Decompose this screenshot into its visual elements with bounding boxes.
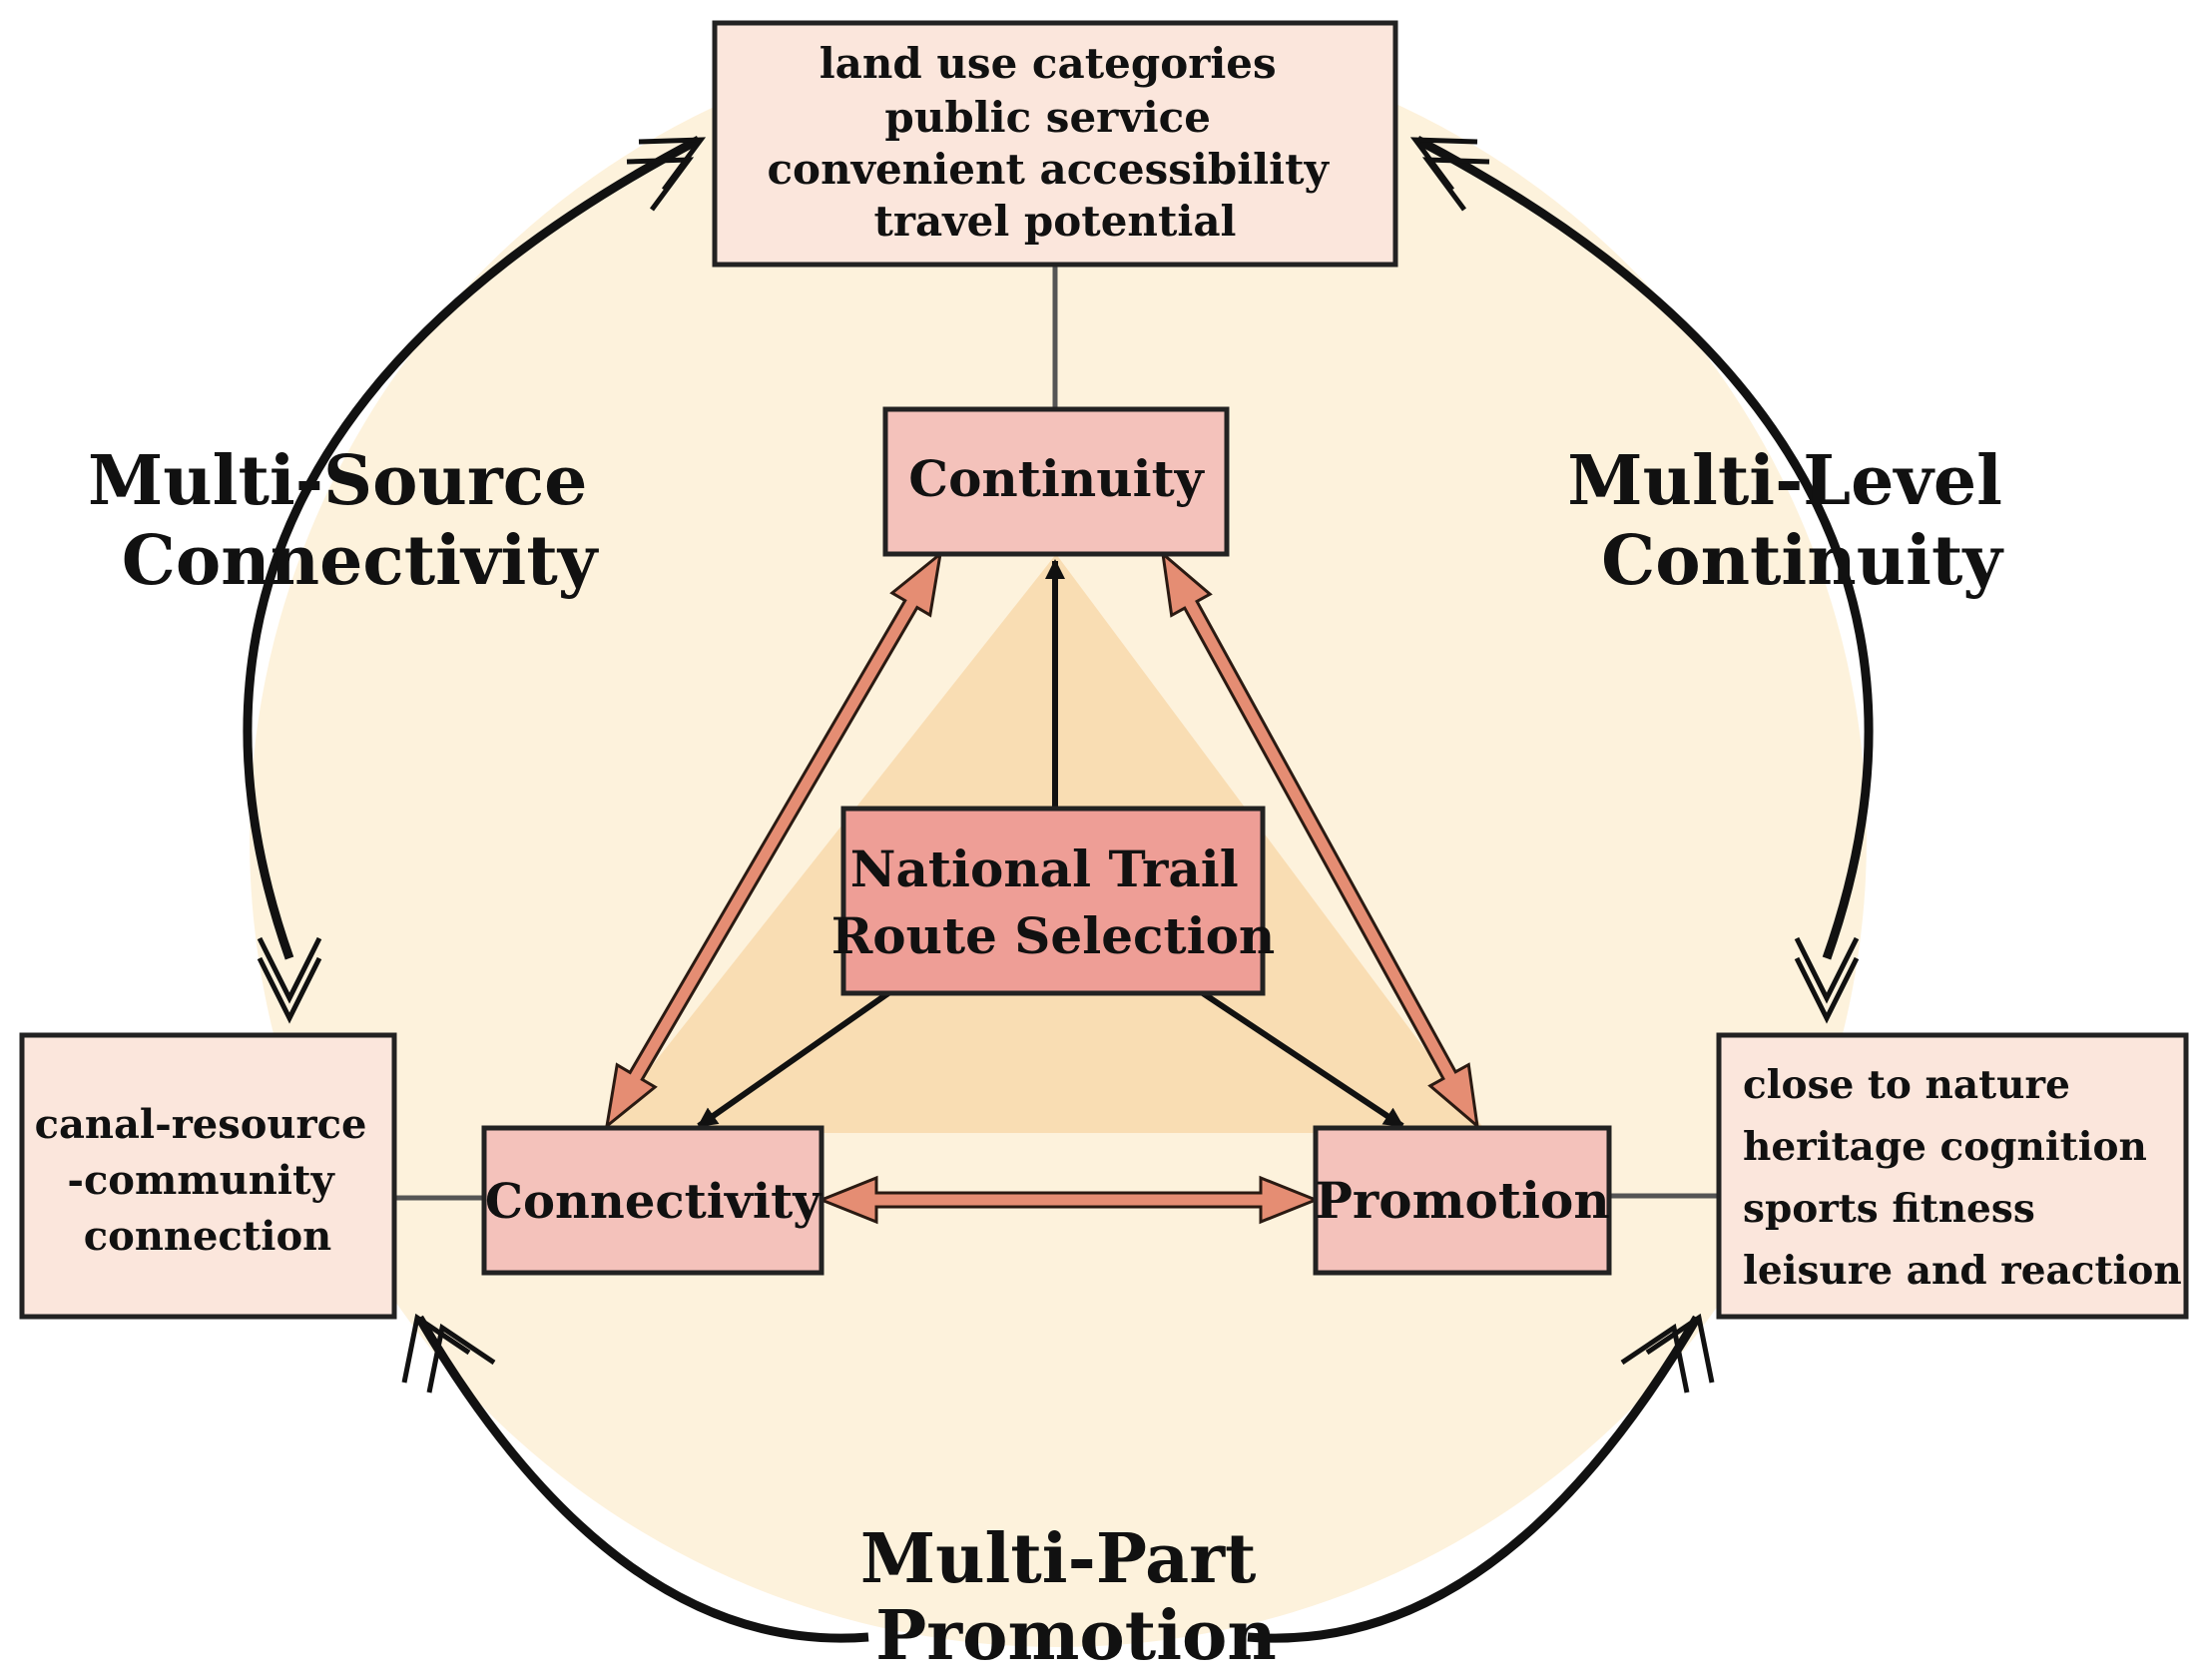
label-line: Promotion: [875, 1596, 1277, 1676]
arc-multi-level: [1414, 136, 1874, 960]
label-line: Continuity: [1601, 521, 2004, 601]
label-multi-source: Multi-Source Connectivity: [88, 441, 611, 601]
factor-line: convenient accessibility: [767, 145, 1330, 194]
arrow-to-promotion: [1201, 990, 1404, 1129]
center-line: National Trail: [850, 840, 1239, 898]
label-multi-part: Multi-Part Promotion: [860, 1519, 1280, 1676]
arrowhead-top-left-barb: [626, 157, 695, 212]
arc-multi-source: [243, 136, 702, 960]
node-center: [840, 806, 1266, 996]
label-line: Multi-Level: [1567, 441, 2002, 521]
factor-line: connection: [84, 1213, 331, 1260]
node-promotion: [1313, 1125, 1612, 1276]
center-arrows: [697, 559, 1404, 1129]
factor-line: close to nature: [1743, 1062, 2070, 1108]
arrowhead-left: [257, 936, 322, 1004]
factor-box-left-text: canal-resource -community connection: [35, 1101, 381, 1260]
arrow-to-connectivity: [697, 990, 890, 1129]
factor-line: travel potential: [873, 197, 1236, 246]
label-line: Multi-Part: [860, 1519, 1257, 1599]
label-multi-level: Multi-Level Continuity: [1567, 441, 2025, 601]
factor-box-left: [19, 1032, 397, 1320]
box-connectors: [394, 265, 1719, 1201]
arrowhead-right-barb: [1794, 956, 1860, 1024]
center-line: Route Selection: [831, 906, 1276, 965]
outer-arrowheads: [257, 137, 1860, 1394]
arrowhead-bottom-right: [1645, 1313, 1715, 1384]
node-connectivity: [481, 1125, 825, 1276]
factor-line: -community: [67, 1157, 335, 1204]
arrowhead-bottom-right-barb: [1620, 1323, 1690, 1394]
arrowhead-bottom-left: [401, 1313, 471, 1384]
factor-box-right-text: close to nature heritage cognition sport…: [1743, 1062, 2182, 1294]
arrowhead-top-right-barb: [1421, 157, 1490, 212]
factor-line: heritage cognition: [1743, 1124, 2147, 1170]
factor-box-right: [1716, 1032, 2189, 1320]
node-continuity-label: Continuity: [908, 449, 1205, 508]
arrowhead-right: [1794, 936, 1860, 1004]
factor-line: sports fitness: [1743, 1186, 2035, 1232]
arc-multi-part-right: [1247, 1315, 1701, 1643]
outer-cycle-arrows: [243, 136, 1874, 1643]
label-line: Multi-Source: [88, 441, 587, 521]
node-connectivity-label: Connectivity: [485, 1174, 823, 1230]
factor-box-top-text: land use categories public service conve…: [767, 39, 1343, 246]
factor-box-top: [712, 20, 1398, 268]
node-continuity: [882, 406, 1230, 557]
node-promotion-label: Promotion: [1315, 1171, 1609, 1230]
factor-line: public service: [884, 93, 1211, 142]
factor-line: leisure and reaction: [1743, 1248, 2182, 1294]
arc-multi-part-left: [415, 1315, 869, 1643]
arrowhead-bottom-left-barb: [426, 1323, 496, 1394]
label-line: Connectivity: [122, 521, 600, 601]
arrowhead-left-barb: [257, 956, 322, 1024]
node-center-label: National Trail Route Selection: [831, 840, 1276, 965]
factor-line: canal-resource: [35, 1101, 367, 1148]
factor-line: land use categories: [820, 39, 1277, 88]
